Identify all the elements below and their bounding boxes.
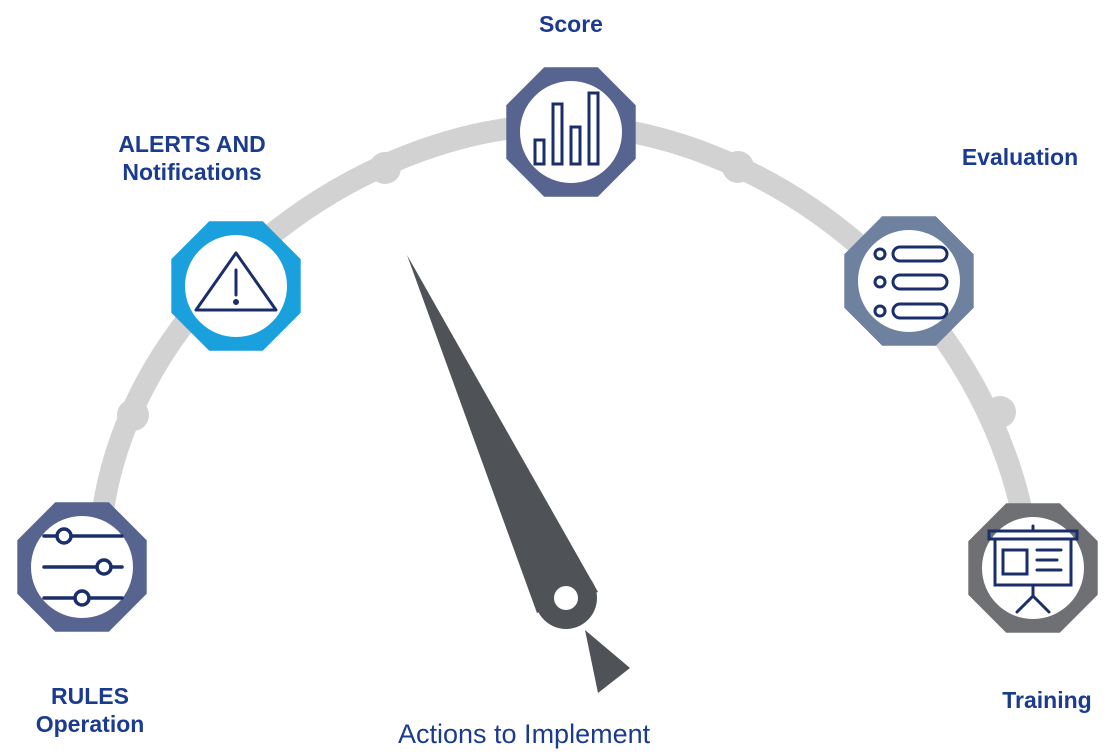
bar-chart-icon [533,91,600,166]
label-evaluation-line: Evaluation [961,144,1079,170]
label-alerts-line-1: ALERTS AND [118,131,266,157]
node-center [982,517,1084,619]
needle-hub-hole [554,586,578,610]
needle-blade [407,255,598,613]
presentation-icon [987,524,1079,614]
label-rules: RULES Operation [20,682,160,738]
label-score: Score [520,10,622,38]
list-icon [873,245,949,320]
label-alerts: ALERTS AND Notifications [92,130,292,186]
sliders-icon [42,527,124,607]
label-rules-line-1: RULES [51,683,129,709]
node-rules[interactable] [17,502,147,632]
gauge-needle [407,255,630,693]
node-training[interactable] [968,503,1098,633]
label-training-line: Training [1002,687,1092,713]
arc-joint [369,152,401,184]
arc-joint [117,399,149,431]
label-score-line: Score [539,11,603,37]
label-evaluation: Evaluation [930,143,1110,171]
needle-tail [585,630,630,693]
node-alerts[interactable] [171,221,301,351]
caption: Actions to Implement [398,719,651,749]
node-evaluation[interactable] [844,216,974,346]
label-alerts-line-2: Notifications [122,159,262,185]
arc-joint [722,151,754,183]
node-score[interactable] [506,67,636,197]
label-rules-line-2: Operation [35,711,145,737]
label-training: Training [980,686,1114,714]
warning-icon [194,251,278,312]
arc-joint [984,396,1016,428]
